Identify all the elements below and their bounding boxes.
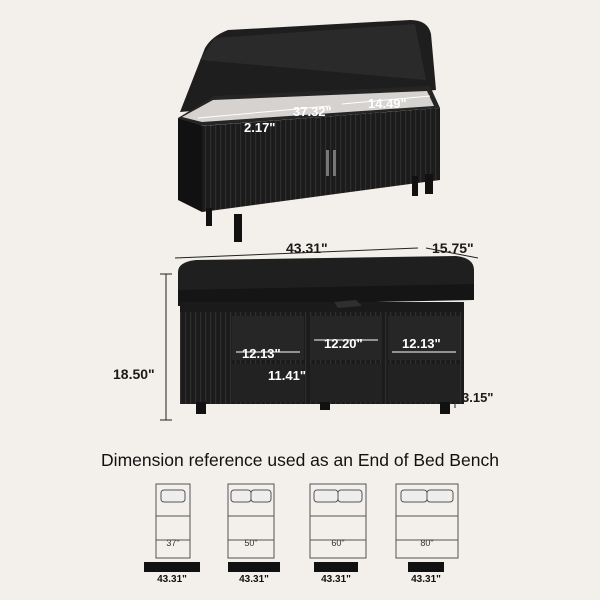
closed-bench-body [180, 300, 464, 414]
bed-comparison-king: 80" 43.31" [392, 482, 472, 585]
cubby-left-width-label: 12.13" [242, 346, 281, 361]
open-bench-body [178, 108, 440, 242]
cubby-height-label: 11.41" [268, 368, 306, 383]
bench-bar [314, 562, 358, 572]
bed-size-label: 50" [244, 538, 258, 548]
bench-width-label: 43.31" [286, 240, 328, 256]
open-bench-interior [178, 86, 440, 126]
cubby-middle-width-label: 12.20" [324, 336, 363, 351]
cubby-left-top [232, 316, 304, 360]
bed-comparison-twin: 37" 43.31" [142, 482, 222, 585]
bench-height-label: 18.50" [113, 366, 155, 382]
bed-icon [395, 483, 459, 559]
bench-bar [408, 562, 444, 572]
bench-bar [228, 562, 280, 572]
bench-width-label: 43.31" [411, 574, 441, 585]
cubby-middle-top [310, 316, 382, 360]
cubby-guides [236, 339, 456, 353]
bench-width-label: 43.31" [321, 574, 351, 585]
bed-comparison-queen: 60" 43.31" [306, 482, 386, 585]
cubby-left-bottom [232, 364, 304, 402]
leg-height-label: 3.15" [462, 390, 494, 405]
bed-size-label: 37" [166, 538, 180, 548]
cubby-right-width-label: 12.13" [402, 336, 441, 351]
cubby-right-bottom [388, 364, 460, 402]
cubby-right-top [388, 316, 460, 360]
bench-depth-label: 15.75" [432, 240, 474, 256]
cubby-middle-bottom [310, 364, 382, 402]
bed-size-label: 60" [331, 538, 345, 548]
bed-icon [155, 483, 191, 559]
bench-bar [144, 562, 200, 572]
reference-caption: Dimension reference used as an End of Be… [101, 450, 499, 470]
interior-depth-label: 14.49" [368, 96, 407, 111]
bench-width-label: 43.31" [239, 574, 269, 585]
bed-icon [309, 483, 367, 559]
interior-height-label: 2.17" [244, 120, 276, 135]
bed-size-label: 80" [420, 538, 434, 548]
open-bench-guides [197, 95, 431, 119]
bench-width-label: 43.31" [157, 574, 187, 585]
closed-bench-cushion [178, 256, 474, 306]
interior-length-label: 37.32" [293, 104, 332, 119]
bed-icon [227, 483, 275, 559]
bed-comparison-full: 50" 43.31" [222, 482, 302, 585]
